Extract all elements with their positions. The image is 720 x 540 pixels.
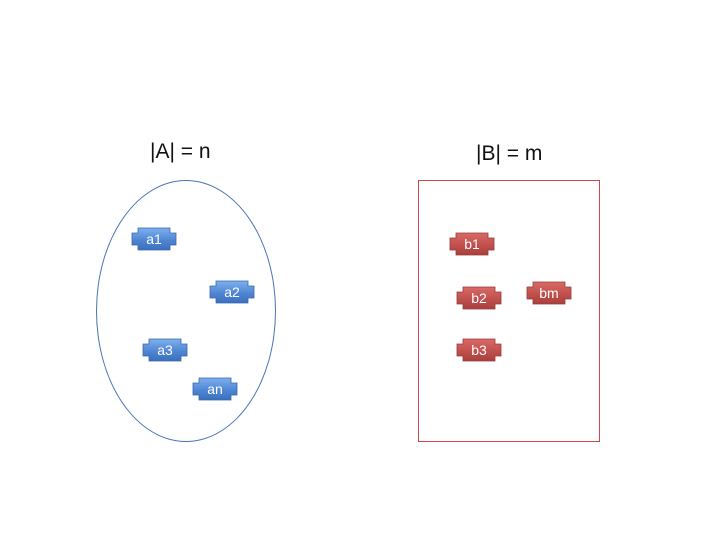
set-a-element-an: an — [192, 377, 238, 401]
set-a-ellipse — [96, 180, 276, 442]
element-shape — [192, 377, 238, 401]
element-label: a2 — [224, 284, 240, 300]
element-label: an — [207, 381, 223, 397]
set-a-element-a2: a2 — [209, 280, 255, 304]
element-label: b1 — [464, 236, 480, 252]
set-a-element-a1: a1 — [131, 227, 177, 251]
element-shape — [456, 338, 502, 362]
set-b-element-bm: bm — [526, 281, 572, 305]
element-shape — [142, 338, 188, 362]
set-b-rectangle — [418, 180, 600, 442]
element-shape — [526, 281, 572, 305]
element-label: b2 — [471, 290, 487, 306]
element-shape — [131, 227, 177, 251]
element-label: a3 — [157, 342, 173, 358]
element-shape — [449, 232, 495, 256]
set-b-element-b3: b3 — [456, 338, 502, 362]
set-b-element-b1: b1 — [449, 232, 495, 256]
element-shape — [456, 286, 502, 310]
element-label: bm — [539, 285, 559, 301]
element-label: a1 — [146, 231, 162, 247]
set-b-cardinality-label: |B| = m — [476, 142, 543, 165]
set-a-cardinality-label: |A| = n — [150, 140, 211, 163]
set-a-element-a3: a3 — [142, 338, 188, 362]
element-label: b3 — [471, 342, 487, 358]
element-shape — [209, 280, 255, 304]
set-b-element-b2: b2 — [456, 286, 502, 310]
